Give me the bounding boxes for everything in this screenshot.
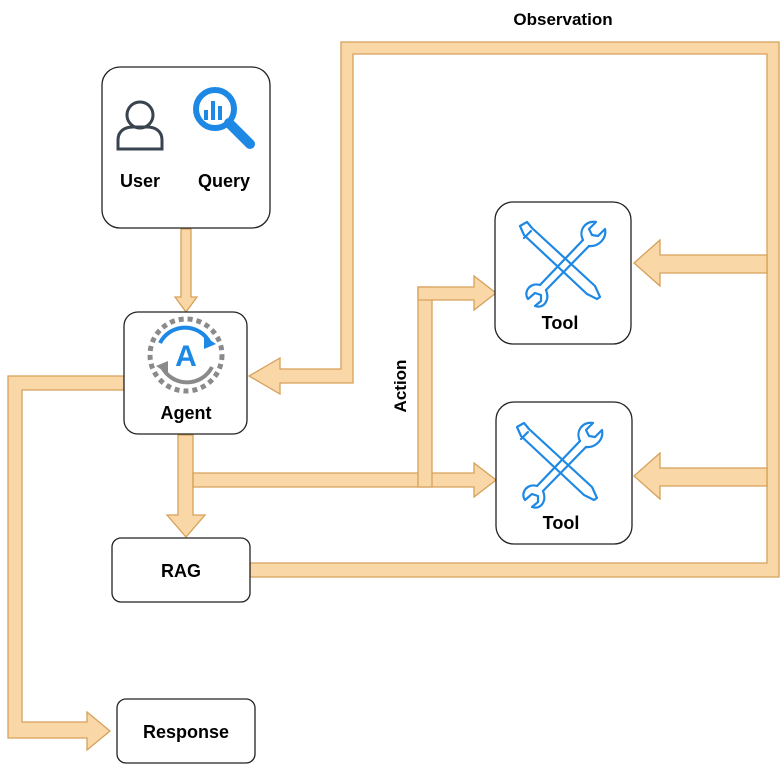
tools-icon xyxy=(515,421,604,509)
action-label: Action xyxy=(391,360,410,413)
arrow-tool-bottom-observation xyxy=(633,451,768,501)
observation-label: Observation xyxy=(513,10,612,29)
query-label: Query xyxy=(198,171,250,191)
rag-label: RAG xyxy=(161,561,201,581)
tool-bottom-label: Tool xyxy=(543,513,580,533)
arrow-agent-to-action-bus xyxy=(192,461,498,499)
tools-icon xyxy=(518,220,607,308)
tool-node-bottom: Tool xyxy=(495,401,633,545)
arrow-agent-to-rag xyxy=(165,434,207,538)
arrow-query-to-agent xyxy=(173,228,199,314)
rag-node: RAG xyxy=(111,537,251,603)
tool-node-top: Tool xyxy=(494,201,632,345)
search-analytics-icon xyxy=(193,87,255,149)
agent-cycle-icon: A xyxy=(147,316,225,394)
arrow-agent-to-response xyxy=(7,375,125,752)
svg-text:A: A xyxy=(175,340,197,373)
user-label: User xyxy=(120,171,160,191)
response-label: Response xyxy=(143,722,229,742)
tool-top-label: Tool xyxy=(542,313,579,333)
agent-node: A Agent xyxy=(123,311,248,435)
response-node: Response xyxy=(116,698,256,764)
arrow-action-trunk xyxy=(417,286,433,488)
user-query-node: User Query xyxy=(101,66,271,229)
agent-label: Agent xyxy=(161,403,212,423)
arrow-tool-top-observation xyxy=(633,238,768,288)
arrow-action-to-tool-top xyxy=(417,274,498,312)
user-icon xyxy=(116,100,164,151)
arrow-observation-loop xyxy=(247,41,780,578)
